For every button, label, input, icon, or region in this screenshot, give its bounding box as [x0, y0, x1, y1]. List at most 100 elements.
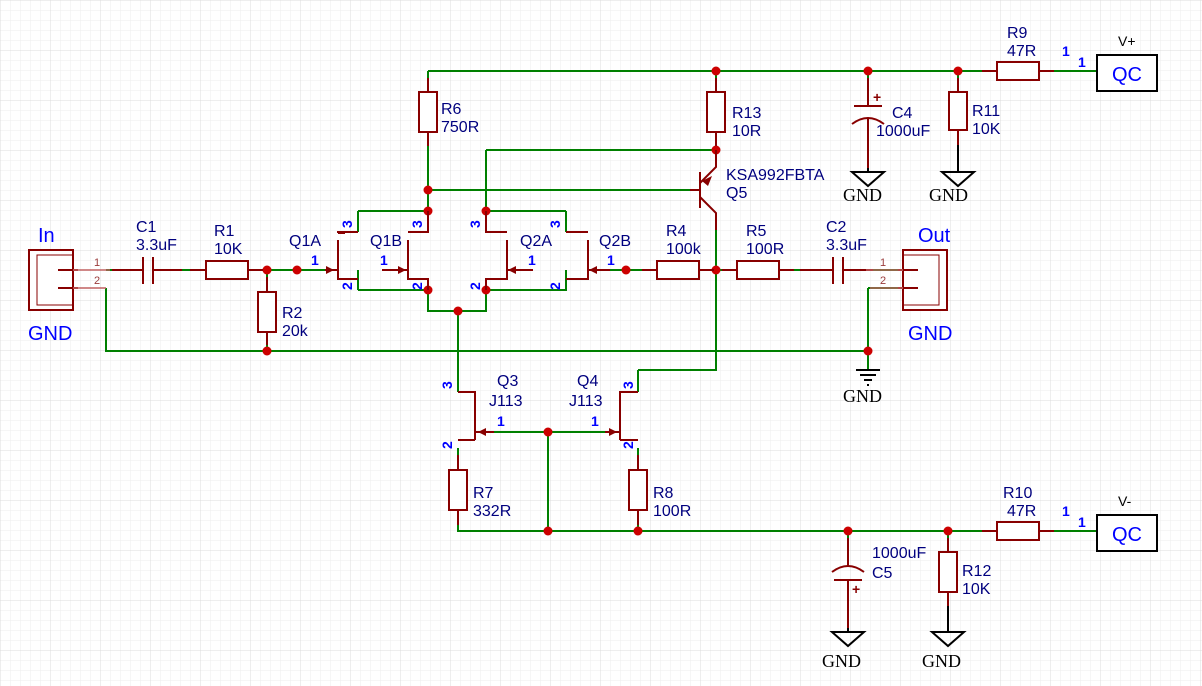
- vminus-pin: 1: [1078, 514, 1086, 530]
- ground-label-c5: GND: [822, 651, 861, 671]
- input-title: In: [38, 225, 55, 247]
- r2-value: 20k: [282, 323, 309, 340]
- resistor-r8[interactable]: R8 100R: [628, 455, 691, 525]
- junction-dot: [543, 526, 553, 536]
- transistor-q5[interactable]: KSA992FBTA Q5: [690, 150, 825, 230]
- r5-ref: R5: [746, 223, 767, 240]
- r7-ref: R7: [473, 485, 494, 502]
- connector-output[interactable]: 1 2 Out GND: [866, 225, 952, 345]
- jfet-q1b[interactable]: Q1B 1 3 2: [370, 211, 429, 290]
- q5-part: KSA992FBTA: [726, 167, 825, 184]
- q2a-ref: Q2A: [520, 233, 552, 250]
- r9-ref: R9: [1007, 25, 1028, 42]
- q2a-pin-g: 1: [528, 252, 536, 268]
- ground-r11: GND: [929, 145, 977, 205]
- c5-polarity: +: [852, 581, 860, 597]
- output-pin2: 2: [880, 275, 886, 287]
- vplus-label: V+: [1118, 33, 1136, 49]
- r12-ref: R12: [962, 563, 991, 580]
- junction-dot: [543, 427, 553, 437]
- q4-part: J113: [569, 393, 603, 410]
- capacitor-c5[interactable]: + 1000uF C5: [831, 538, 926, 628]
- q2b-pin-s: 2: [547, 282, 563, 290]
- resistor-r5[interactable]: R5 100R: [722, 223, 794, 280]
- resistor-r2[interactable]: R2 20k: [257, 277, 309, 345]
- q2a-pin-d: 3: [467, 220, 483, 228]
- q1a-pin-g: 1: [311, 252, 319, 268]
- junction-dot: [843, 526, 853, 536]
- ground-c5: GND: [822, 628, 867, 671]
- q4-pin-s: 2: [620, 441, 636, 449]
- input-pin1: 1: [94, 257, 100, 269]
- c1-ref: C1: [136, 219, 157, 236]
- input-pin2: 2: [94, 275, 100, 287]
- jfet-q3[interactable]: Q3 J113 1 3 2: [439, 373, 523, 449]
- q1b-pin-d: 3: [409, 220, 425, 228]
- c2-value: 3.3uF: [826, 237, 867, 254]
- junction-dot: [863, 66, 873, 76]
- resistor-r6[interactable]: R6 750R: [418, 78, 479, 146]
- resistor-r12[interactable]: R12 10K: [938, 538, 991, 606]
- c2-ref: C2: [826, 219, 847, 236]
- resistor-r13[interactable]: R13 10R: [706, 78, 761, 146]
- jfet-q2a[interactable]: Q2A 1 3 2: [467, 211, 552, 290]
- ground-label-main: GND: [843, 386, 882, 406]
- r6-value: 750R: [441, 119, 479, 136]
- connector-vplus[interactable]: QC V+ 1: [1078, 33, 1158, 92]
- ground-label-r12: GND: [922, 651, 961, 671]
- junction-dot: [292, 265, 302, 275]
- q4-ref: Q4: [577, 373, 598, 390]
- resistor-r1[interactable]: R1 10K: [190, 223, 263, 280]
- junction-dot: [711, 66, 721, 76]
- q1b-ref: Q1B: [370, 233, 402, 250]
- q1a-pin-d: 3: [339, 220, 355, 228]
- junction-dot: [633, 526, 643, 536]
- r12-value: 10K: [962, 581, 991, 598]
- vminus-body: QC: [1112, 524, 1142, 546]
- r6-ref: R6: [441, 101, 462, 118]
- r2-ref: R2: [282, 305, 303, 322]
- junction-dot: [943, 526, 953, 536]
- q3-part: J113: [489, 393, 523, 410]
- q2b-ref: Q2B: [599, 233, 631, 250]
- c5-ref: C5: [872, 565, 893, 582]
- r10-pin: 1: [1062, 503, 1070, 519]
- q3-pin-s: 2: [439, 441, 455, 449]
- jfet-q1a[interactable]: Q1A 1 3 2: [289, 220, 358, 290]
- r10-ref: R10: [1003, 485, 1032, 502]
- r8-value: 100R: [653, 503, 691, 520]
- q1b-pin-g: 1: [380, 252, 388, 268]
- r9-value: 47R: [1007, 43, 1036, 60]
- capacitor-c1[interactable]: C1 3.3uF: [112, 219, 182, 284]
- jfet-q4[interactable]: Q4 J113 1 3 2: [569, 373, 638, 449]
- jfet-q2b[interactable]: Q2B 1 3 2: [547, 220, 631, 290]
- vplus-pin: 1: [1078, 54, 1086, 70]
- resistor-r9[interactable]: R9 47R 1: [982, 25, 1070, 81]
- q1a-pin-s: 2: [339, 282, 355, 290]
- junction-dot: [621, 265, 631, 275]
- ground-main: GND: [843, 369, 882, 406]
- c4-ref: C4: [892, 105, 913, 122]
- junction-dot: [711, 265, 721, 275]
- resistor-r11[interactable]: R11 10K: [948, 78, 1001, 145]
- r8-ref: R8: [653, 485, 674, 502]
- vminus-label: V-: [1118, 493, 1132, 509]
- q2a-pin-s: 2: [467, 282, 483, 290]
- junction-dot: [453, 306, 463, 316]
- r1-value: 10K: [214, 241, 243, 258]
- connector-vminus[interactable]: QC V- 1: [1078, 493, 1158, 552]
- c5-value: 1000uF: [872, 545, 926, 562]
- resistor-r7[interactable]: R7 332R: [448, 455, 511, 525]
- c4-polarity: +: [873, 89, 881, 105]
- q4-pin-d: 3: [620, 381, 636, 389]
- resistor-r4[interactable]: R4 100k: [642, 223, 714, 280]
- junction-dot: [423, 185, 433, 195]
- output-title: Out: [918, 225, 951, 247]
- r11-value: 10K: [972, 121, 1001, 138]
- capacitor-c4[interactable]: + C4 1000uF: [851, 78, 930, 168]
- connector-input[interactable]: 1 2 In GND: [28, 225, 110, 345]
- resistor-r10[interactable]: R10 47R 1: [982, 485, 1070, 541]
- q2b-pin-d: 3: [547, 220, 563, 228]
